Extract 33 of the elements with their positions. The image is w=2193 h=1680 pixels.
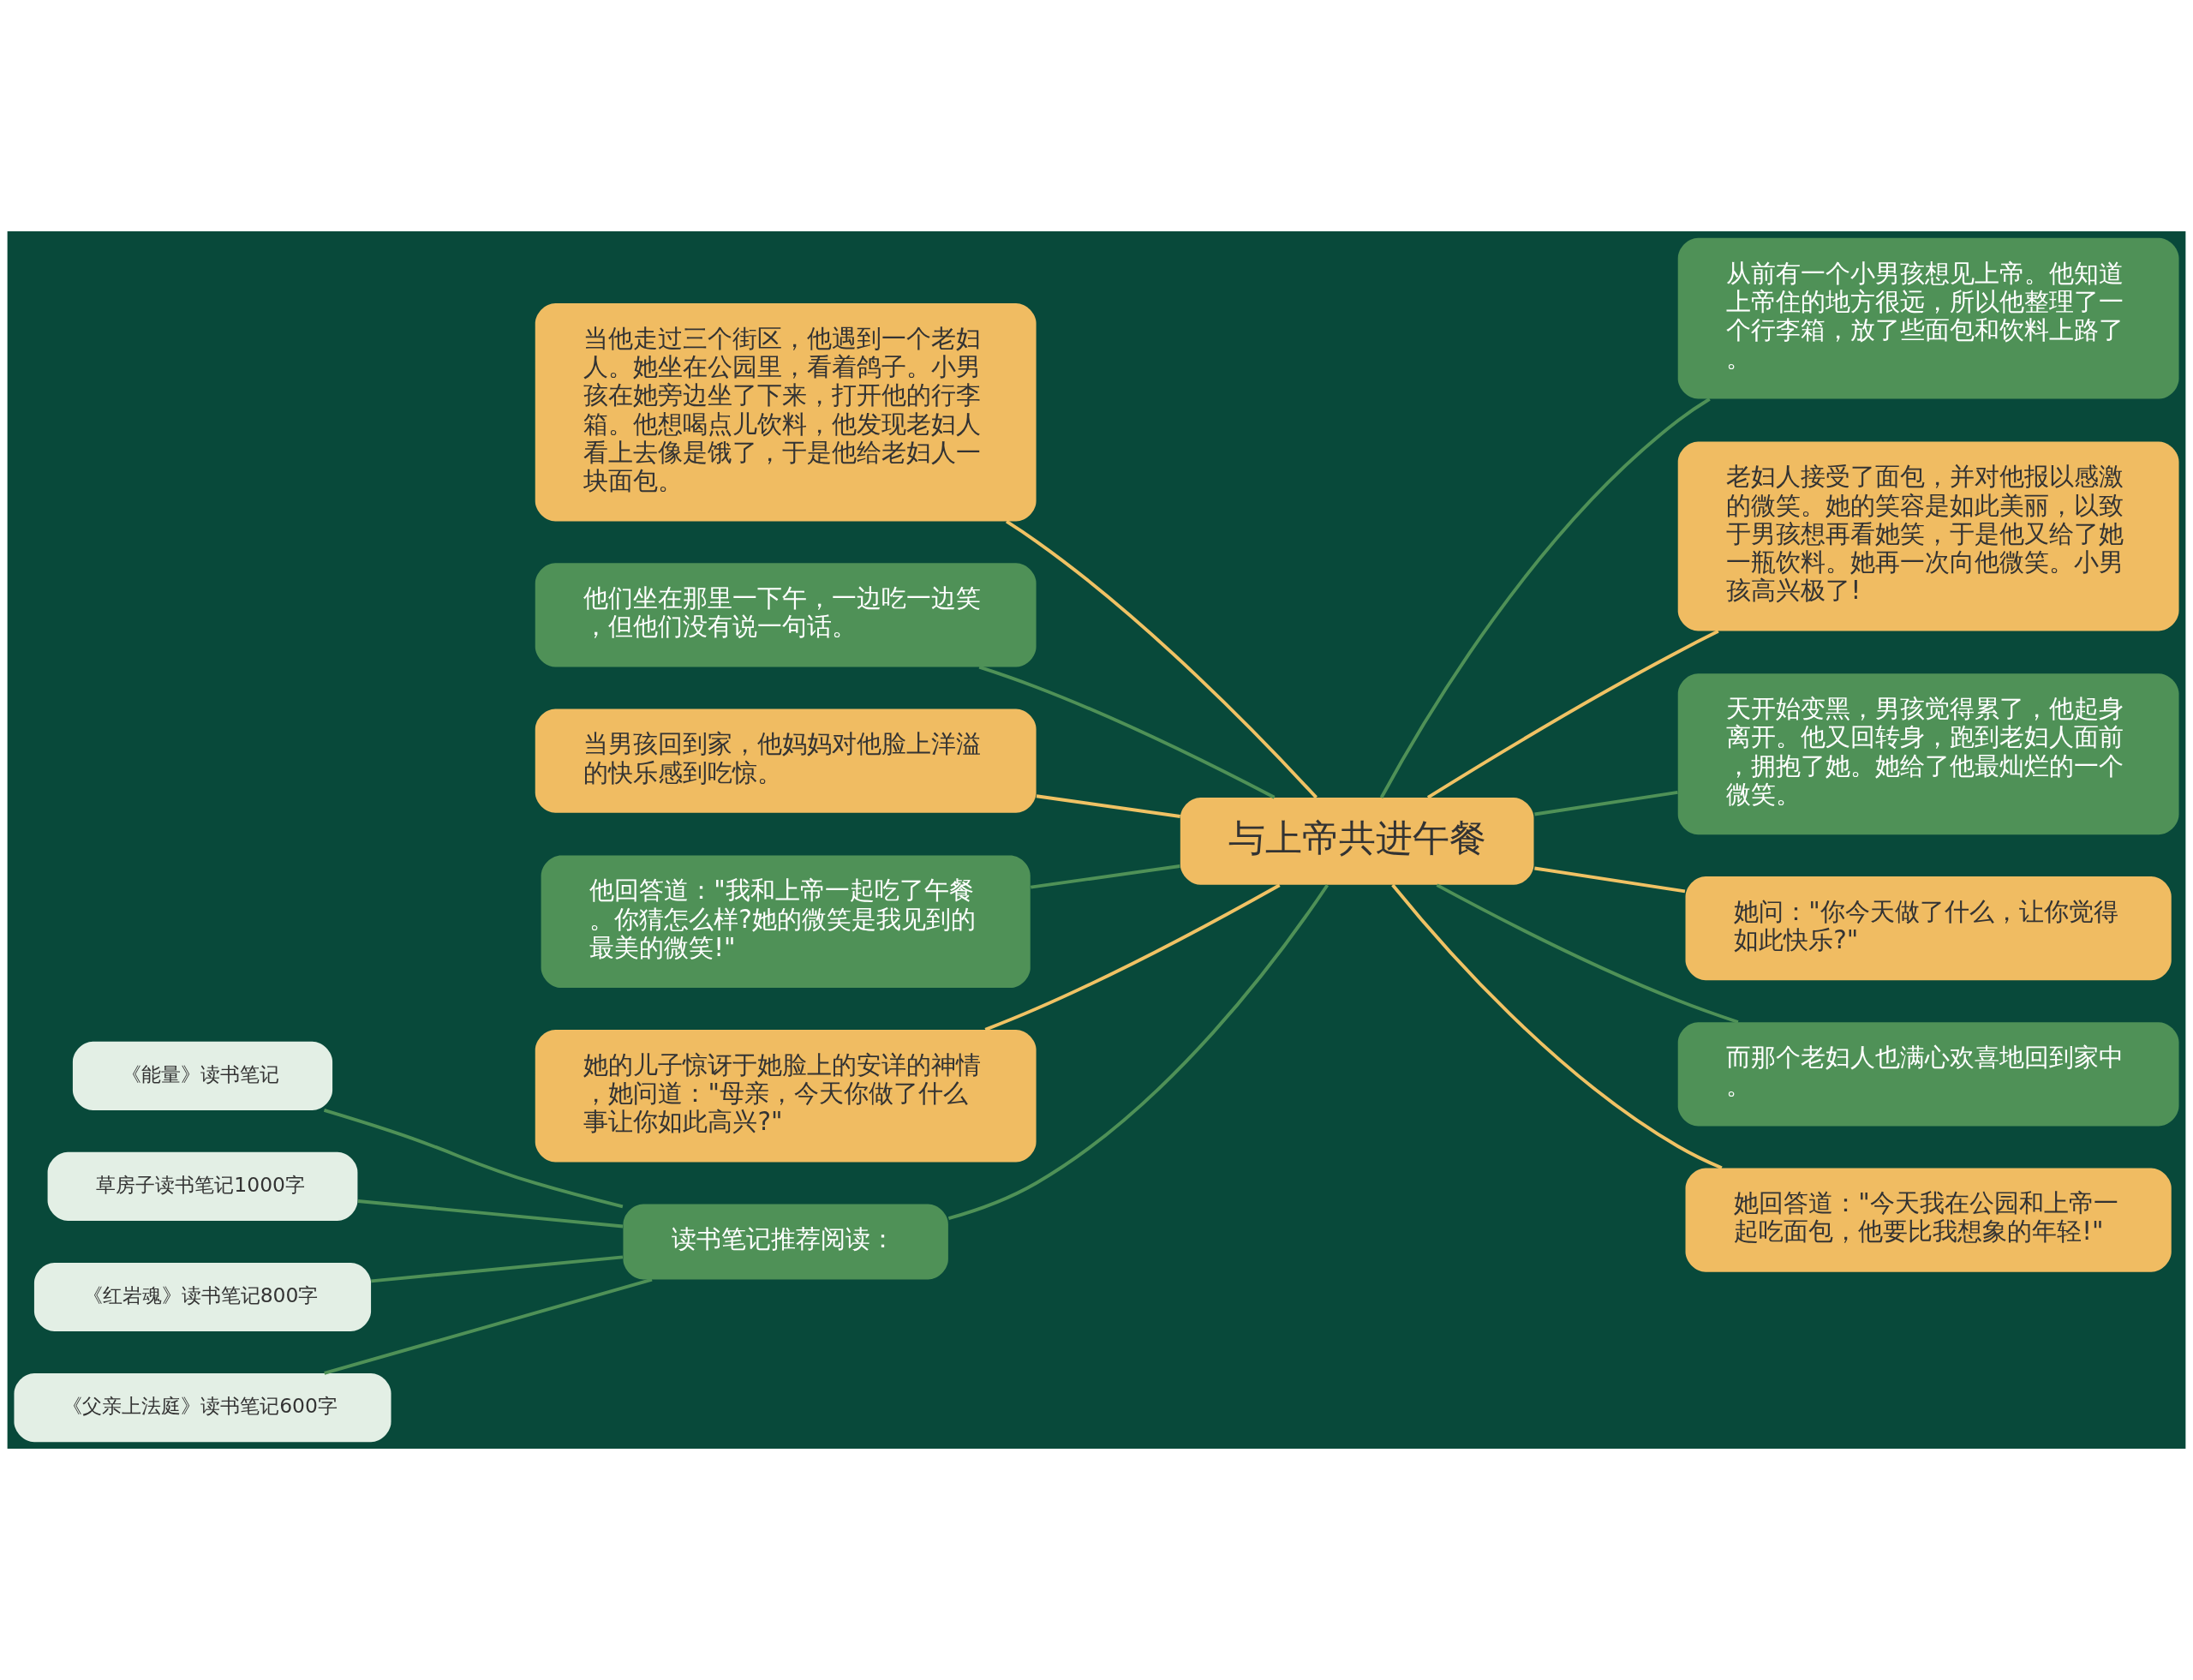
connector xyxy=(1036,794,1180,818)
node-box: 《父亲上法庭》读书笔记600字 xyxy=(14,1373,391,1443)
node-box: 当他走过三个街区，他遇到一个老妇人。她坐在公园里，看着鸽子。小男孩在她旁边坐了下来，打开他的行李箱。他想喝点儿饮料，他发现老妇人看上去像是饿了，于是他给老妇人一块面包。 xyxy=(535,303,1037,522)
node-box: 读书笔记推荐阅读： xyxy=(623,1204,948,1280)
connector xyxy=(947,884,1330,1220)
connector xyxy=(1391,883,1723,1170)
connector xyxy=(357,1199,624,1229)
connector xyxy=(1436,883,1739,1024)
node-box: 老妇人接受了面包，并对他报以感激的微笑。她的笑容是如此美丽，以致于男孩想再看她笑，于是他又给了她一瓶饮料。她再一次向他微笑。小男孩高兴极了! xyxy=(1677,441,2179,631)
connector xyxy=(1426,630,1719,799)
connector xyxy=(324,1277,653,1375)
connector xyxy=(323,1109,624,1209)
node-box: 他们坐在那里一下午，一边吃一边笑，但他们没有说一句话。 xyxy=(535,563,1037,667)
connector xyxy=(1379,398,1711,798)
node-box: 她回答道："今天我在公园和上帝一起吃面包，他要比我想象的年轻!" xyxy=(1685,1168,2172,1272)
node-box: 而那个老妇人也满心欢喜地回到家中。 xyxy=(1677,1022,2179,1127)
connector xyxy=(1534,866,1686,894)
connector xyxy=(371,1255,624,1283)
node-box: 当男孩回到家，他妈妈对他脸上洋溢的快乐感到吃惊。 xyxy=(535,708,1037,813)
node-box: 从前有一个小男孩想见上帝。他知道上帝住的地方很远，所以他整理了一个行李箱，放了些面包和饮料上路了。 xyxy=(1677,237,2179,399)
node-box: 草房子读书笔记1000字 xyxy=(47,1151,358,1221)
connector xyxy=(978,665,1276,799)
node-box: 与上帝共进午餐 xyxy=(1180,798,1534,885)
connector xyxy=(1534,790,1678,816)
connector xyxy=(984,883,1281,1031)
node-box: 她问："你今天做了什么，让你觉得如此快乐?" xyxy=(1685,876,2172,981)
node-box: 《红岩魂》读书笔记800字 xyxy=(33,1262,372,1332)
node-box: 《能量》读书笔记 xyxy=(72,1041,333,1110)
connector xyxy=(1030,864,1180,889)
node-box: 天开始变黑，男孩觉得累了，他起身离开。他又回转身，跑到老妇人面前，拥抱了她。她给了他最灿烂的一个微笑。 xyxy=(1677,673,2179,835)
connector xyxy=(1005,520,1318,799)
node-box: 他回答道："我和上帝一起吃了午餐。你猜怎么样?她的微笑是我见到的最美的微笑!" xyxy=(541,855,1031,989)
node-box: 她的儿子惊讶于她脸上的安详的神情，她问道："母亲，今天你做了什么事让你如此高兴?" xyxy=(535,1030,1037,1163)
